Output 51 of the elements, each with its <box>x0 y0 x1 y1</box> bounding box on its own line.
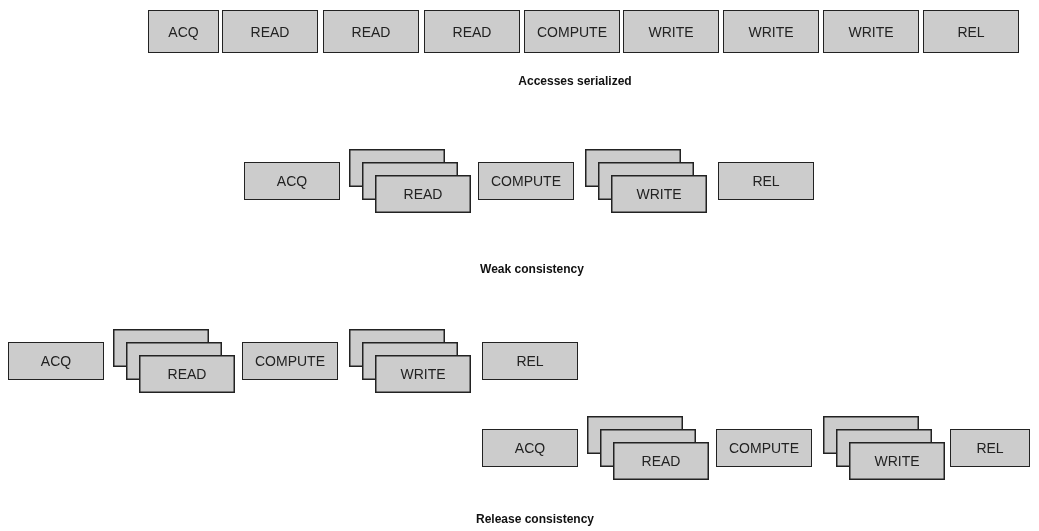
step-box <box>950 429 1030 467</box>
stacked-step-boxes <box>349 149 471 213</box>
step-label: READ <box>640 452 682 471</box>
step-label: ACQ <box>40 353 72 369</box>
step-box <box>623 10 719 53</box>
step-box <box>8 342 104 380</box>
step-box <box>482 429 578 467</box>
step-box <box>718 162 814 200</box>
step-label: COMPUTE <box>255 353 325 369</box>
step-label: REL <box>516 353 544 369</box>
step-box <box>723 10 819 53</box>
step-box <box>222 10 318 53</box>
stacked-step-boxes <box>823 416 945 480</box>
step-box <box>424 10 520 53</box>
step-box <box>482 342 578 380</box>
step-box <box>478 162 574 200</box>
step-box <box>923 10 1019 53</box>
step-label: ACQ <box>514 440 546 456</box>
step-label: WRITE <box>635 185 683 204</box>
step-label: WRITE <box>848 23 894 40</box>
step-label: ACQ <box>168 23 199 40</box>
step-box <box>242 342 338 380</box>
section-caption: Release consistency <box>475 512 595 526</box>
stacked-step-boxes <box>113 329 235 393</box>
step-label: REL <box>976 440 1004 456</box>
step-label: READ <box>250 23 290 40</box>
step-box <box>148 10 219 53</box>
step-label: WRITE <box>648 23 694 40</box>
step-label: WRITE <box>748 23 794 40</box>
step-label: ACQ <box>276 173 308 189</box>
section-caption: Accesses serialized <box>518 74 632 88</box>
step-label: REL <box>957 23 985 40</box>
stacked-step-boxes <box>587 416 709 480</box>
step-label: COMPUTE <box>729 440 799 456</box>
step-label: COMPUTE <box>537 23 607 40</box>
step-box <box>323 10 419 53</box>
stacked-step-boxes <box>585 149 707 213</box>
section-caption: Weak consistency <box>480 262 584 276</box>
step-box <box>823 10 919 53</box>
step-box <box>716 429 812 467</box>
step-box <box>244 162 340 200</box>
step-label: WRITE <box>399 365 447 384</box>
step-label: READ <box>452 23 492 40</box>
step-label: READ <box>166 365 208 384</box>
step-label: READ <box>351 23 391 40</box>
stacked-step-boxes <box>349 329 471 393</box>
step-label: REL <box>752 173 780 189</box>
step-label: READ <box>402 185 444 204</box>
step-label: WRITE <box>873 452 921 471</box>
step-label: COMPUTE <box>491 173 561 189</box>
step-box <box>524 10 620 53</box>
